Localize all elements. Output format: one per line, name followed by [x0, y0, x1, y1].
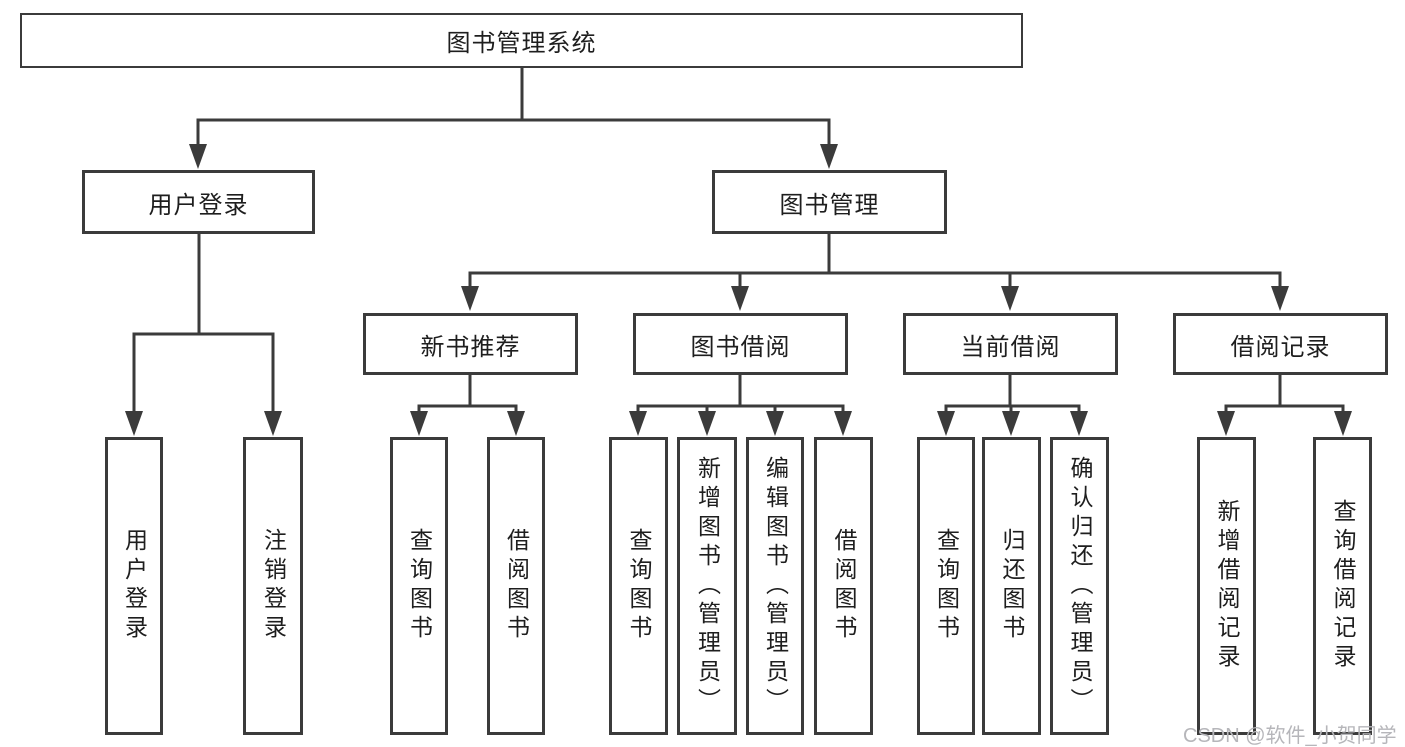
node-label: 借阅图书: [503, 528, 530, 644]
node-leaf-user-login: 用户登录: [105, 437, 163, 735]
arrowhead-icon: [629, 411, 647, 436]
node-label: 借阅记录: [1230, 333, 1331, 361]
node-leaf-return-books: 归还图书: [982, 437, 1041, 735]
node-leaf-query-books-3: 查询图书: [917, 437, 975, 735]
connector-current-borrow-branch: [944, 373, 1081, 419]
node-label: 借阅图书: [831, 528, 857, 644]
node-borrowing-records: 借阅记录: [1173, 313, 1388, 375]
arrowhead-icon: [410, 411, 428, 436]
node-leaf-logout: 注销登录: [243, 437, 303, 735]
arrowhead-icon: [820, 144, 838, 169]
node-leaf-confirm-return-admin: 确认归还（管理员）: [1050, 437, 1109, 735]
node-leaf-query-borrow-record: 查询借阅记录: [1313, 437, 1372, 735]
connector-book-management-branch: [468, 232, 1282, 294]
arrowheads: [125, 144, 1352, 436]
node-leaf-borrow-books-1: 借阅图书: [487, 437, 545, 735]
node-label: 查询借阅记录: [1330, 499, 1356, 673]
node-label: 新增图书（管理员）: [694, 455, 721, 717]
connector-book-borrow-branch: [636, 373, 845, 419]
watermark: CSDN @软件_小贺同学: [1183, 725, 1397, 747]
node-leaf-query-books-1: 查询图书: [390, 437, 448, 735]
node-label: 编辑图书（管理员）: [762, 455, 789, 717]
arrowhead-icon: [1002, 411, 1020, 436]
node-user-login: 用户登录: [82, 170, 315, 234]
arrowhead-icon: [937, 411, 955, 436]
node-label: 当前借阅: [960, 333, 1061, 361]
node-leaf-borrow-books-2: 借阅图书: [814, 437, 873, 735]
node-label: 注销登录: [260, 528, 287, 644]
arrowhead-icon: [1271, 286, 1289, 311]
node-leaf-query-books-2: 查询图书: [609, 437, 668, 735]
connector-borrow-records-branch: [1224, 373, 1345, 419]
node-label: 用户登录: [121, 528, 148, 644]
node-label: 用户登录: [148, 191, 249, 219]
arrowhead-icon: [731, 286, 749, 311]
connector-user-login-branch: [132, 232, 275, 419]
node-current-borrowing: 当前借阅: [903, 313, 1118, 375]
node-label: 图书管理系统: [446, 30, 597, 57]
arrowhead-icon: [125, 411, 143, 436]
node-book-management: 图书管理: [712, 170, 947, 234]
node-leaf-add-books-admin: 新增图书（管理员）: [677, 437, 737, 735]
node-label: 图书管理: [779, 191, 880, 219]
node-new-book-recommendation: 新书推荐: [363, 313, 578, 375]
arrowhead-icon: [834, 411, 852, 436]
node-label: 图书借阅: [690, 333, 791, 361]
arrowhead-icon: [1001, 286, 1019, 311]
connector-new-book-branch: [417, 373, 518, 419]
arrowhead-icon: [698, 411, 716, 436]
arrowhead-icon: [189, 144, 207, 169]
node-label: 查询图书: [933, 528, 960, 644]
node-label: 查询图书: [406, 528, 433, 644]
arrowhead-icon: [264, 411, 282, 436]
node-label: 查询图书: [626, 528, 652, 644]
arrowhead-icon: [507, 411, 525, 436]
node-leaf-add-borrow-record: 新增借阅记录: [1197, 437, 1256, 735]
node-label: 新增借阅记录: [1214, 499, 1240, 673]
node-library-management-system: 图书管理系统: [20, 13, 1023, 68]
node-label: 新书推荐: [420, 333, 521, 361]
connector-root-to-level2: [196, 66, 831, 152]
arrowhead-icon: [1334, 411, 1352, 436]
node-label: 确认归还（管理员）: [1067, 455, 1093, 717]
node-leaf-edit-books-admin: 编辑图书（管理员）: [746, 437, 804, 735]
node-label: 归还图书: [999, 528, 1025, 644]
node-book-borrowing: 图书借阅: [633, 313, 848, 375]
arrowhead-icon: [1070, 411, 1088, 436]
arrowhead-icon: [766, 411, 784, 436]
arrowhead-icon: [1217, 411, 1235, 436]
arrowhead-icon: [461, 286, 479, 311]
